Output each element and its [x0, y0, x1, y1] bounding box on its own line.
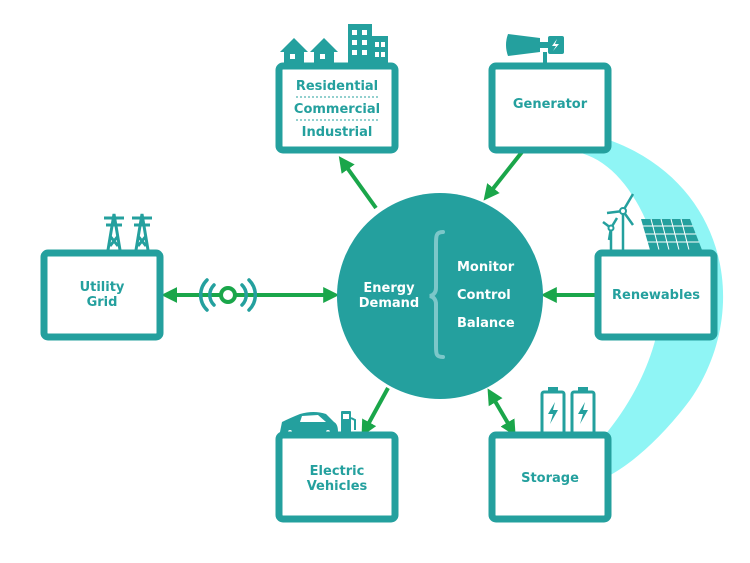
node-electric-vehicles[interactable]: Electric Vehicles: [275, 411, 399, 523]
arrow-hub-storage: [487, 388, 516, 437]
storage-label: Storage: [521, 471, 579, 486]
ev-charging-icon: [280, 411, 356, 437]
node-consumers[interactable]: Residential Commercial Industrial: [275, 24, 399, 154]
arrow-from-generator: [483, 150, 524, 201]
renewables-label: Renewables: [612, 288, 700, 303]
connection-arrows: [161, 150, 597, 437]
brace-icon: [429, 230, 445, 359]
ev-label-line1: Electric: [310, 464, 365, 479]
hub-function-control: Control: [457, 288, 511, 303]
node-generator[interactable]: Generator: [488, 34, 612, 154]
generator-icon: [506, 34, 564, 66]
ev-label-line2: Vehicles: [307, 479, 368, 494]
wind-solar-icon: [602, 193, 702, 251]
arrow-to-ev: [361, 387, 390, 437]
utility-grid-label-line1: Utility: [80, 280, 125, 295]
utility-grid-label-line2: Grid: [87, 295, 118, 310]
node-utility-grid[interactable]: Utility Grid: [40, 213, 164, 341]
consumers-label-residential: Residential: [296, 79, 378, 94]
node-renewables[interactable]: Renewables: [594, 193, 718, 341]
hub-function-balance: Balance: [457, 316, 515, 331]
arrow-to-consumers: [338, 156, 378, 210]
power-tower-icon: [104, 213, 152, 251]
hub-function-monitor: Monitor: [457, 260, 515, 275]
buildings-icon: [280, 24, 388, 64]
consumers-label-commercial: Commercial: [294, 102, 380, 117]
battery-icon: [540, 387, 596, 436]
consumers-label-industrial: Industrial: [302, 125, 373, 140]
energy-flow-arc: [560, 128, 724, 478]
wireless-signal-icon: [199, 278, 257, 312]
node-storage[interactable]: Storage: [488, 387, 612, 523]
hub-label-line1: Energy: [363, 281, 415, 296]
hub-label-line2: Demand: [359, 296, 420, 311]
generator-label: Generator: [513, 97, 588, 112]
energy-demand-hub[interactable]: Energy Demand Monitor Control Balance: [337, 193, 543, 399]
